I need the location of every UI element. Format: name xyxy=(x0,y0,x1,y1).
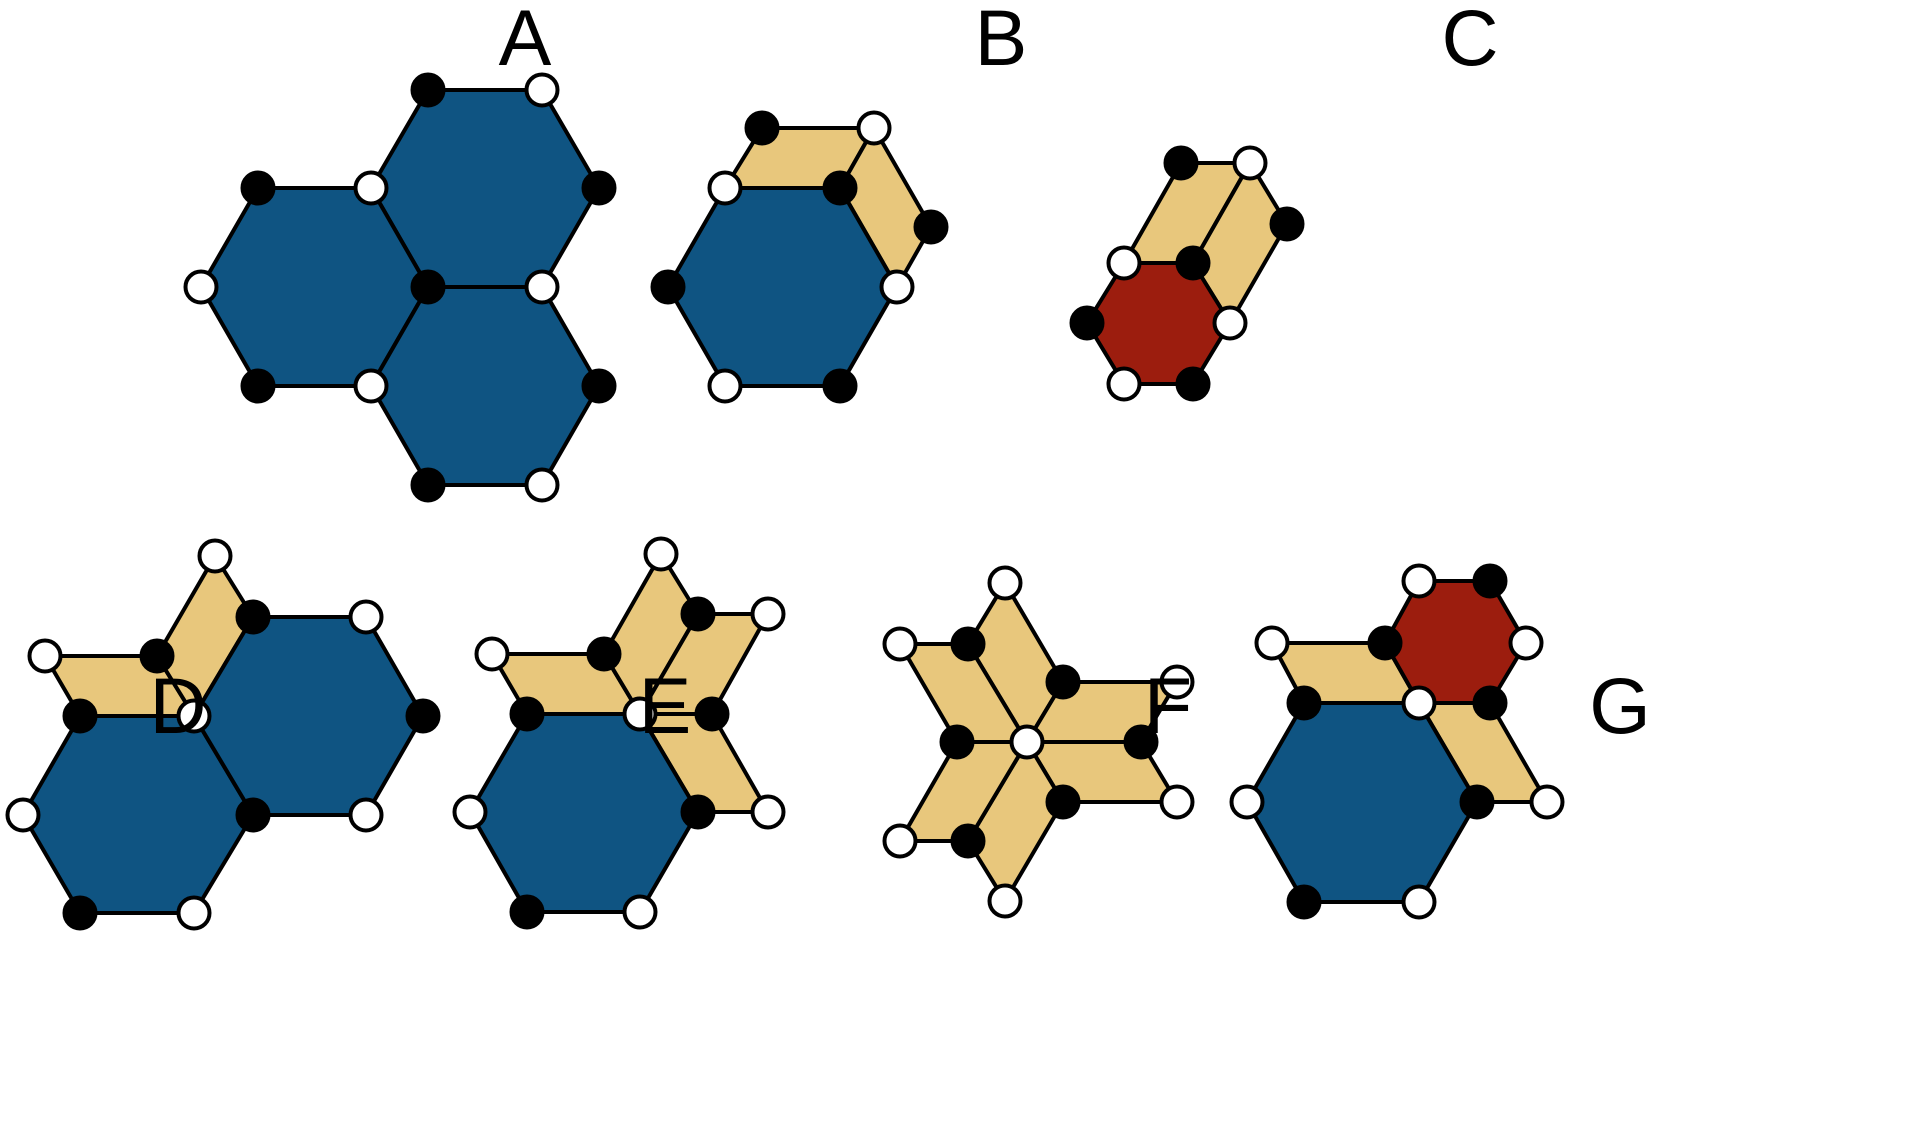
open-vertex xyxy=(1254,625,1290,661)
filled-vertex xyxy=(913,209,949,245)
filled-vertex xyxy=(650,269,686,305)
open-vertex xyxy=(856,110,892,146)
filled-vertex xyxy=(1367,625,1403,661)
open-vertex xyxy=(750,794,786,830)
open-vertex xyxy=(1529,784,1565,820)
open-vertex xyxy=(27,638,63,674)
open-vertex xyxy=(1401,884,1437,920)
open-vertex xyxy=(452,794,488,830)
open-vertex xyxy=(879,269,915,305)
filled-vertex xyxy=(950,626,986,662)
open-vertex xyxy=(1106,245,1142,281)
open-vertex xyxy=(183,269,219,305)
label-f: F xyxy=(1144,661,1192,750)
label-c: C xyxy=(1441,0,1498,82)
open-vertex xyxy=(707,170,743,206)
open-vertex xyxy=(1106,366,1142,402)
filled-vertex xyxy=(1269,206,1305,242)
filled-vertex xyxy=(744,110,780,146)
filled-vertex xyxy=(1175,366,1211,402)
filled-vertex xyxy=(1286,884,1322,920)
filled-vertex xyxy=(139,638,175,674)
filled-vertex xyxy=(240,368,276,404)
open-vertex xyxy=(1229,784,1265,820)
open-vertex xyxy=(1401,563,1437,599)
filled-vertex xyxy=(62,895,98,931)
filled-vertex xyxy=(822,170,858,206)
filled-vertex xyxy=(1045,784,1081,820)
filled-vertex xyxy=(1472,685,1508,721)
open-vertex xyxy=(882,626,918,662)
open-vertex xyxy=(524,269,560,305)
open-vertex xyxy=(197,538,233,574)
filled-vertex xyxy=(235,599,271,635)
open-vertex xyxy=(622,696,658,732)
label-g: G xyxy=(1589,661,1650,750)
open-vertex xyxy=(1159,784,1195,820)
filled-vertex xyxy=(1286,685,1322,721)
open-vertex xyxy=(524,467,560,503)
tile-shapes xyxy=(21,88,1549,915)
open-vertex xyxy=(882,823,918,859)
open-vertex xyxy=(987,565,1023,601)
filled-vertex xyxy=(939,724,975,760)
open-vertex xyxy=(176,698,212,734)
filled-vertex xyxy=(581,368,617,404)
open-vertex xyxy=(474,636,510,672)
label-d: D xyxy=(149,661,206,750)
open-vertex xyxy=(622,894,658,930)
open-vertex xyxy=(5,797,41,833)
filled-vertex xyxy=(822,368,858,404)
filled-vertex xyxy=(680,596,716,632)
filled-vertex xyxy=(410,72,446,108)
open-vertex xyxy=(353,170,389,206)
filled-vertex xyxy=(1123,724,1159,760)
filled-vertex xyxy=(586,636,622,672)
filled-vertex xyxy=(410,269,446,305)
filled-vertex xyxy=(410,467,446,503)
label-a: A xyxy=(499,0,552,82)
open-vertex xyxy=(1508,625,1544,661)
open-vertex xyxy=(348,599,384,635)
vertex-markers xyxy=(5,72,1565,931)
open-vertex xyxy=(1232,145,1268,181)
filled-vertex xyxy=(1175,245,1211,281)
open-vertex xyxy=(1212,305,1248,341)
filled-vertex xyxy=(950,823,986,859)
open-vertex xyxy=(353,368,389,404)
filled-vertex xyxy=(1069,305,1105,341)
open-vertex xyxy=(987,883,1023,919)
open-vertex xyxy=(1401,685,1437,721)
open-vertex xyxy=(1009,724,1045,760)
filled-vertex xyxy=(509,894,545,930)
filled-vertex xyxy=(509,696,545,732)
filled-vertex xyxy=(1472,563,1508,599)
filled-vertex xyxy=(235,797,271,833)
open-vertex xyxy=(707,368,743,404)
filled-vertex xyxy=(240,170,276,206)
filled-vertex xyxy=(1459,784,1495,820)
open-vertex xyxy=(348,797,384,833)
label-b: B xyxy=(975,0,1028,82)
filled-vertex xyxy=(62,698,98,734)
open-vertex xyxy=(750,596,786,632)
filled-vertex xyxy=(694,696,730,732)
open-vertex xyxy=(524,72,560,108)
filled-vertex xyxy=(1045,664,1081,700)
filled-vertex xyxy=(680,794,716,830)
filled-vertex xyxy=(1163,145,1199,181)
open-vertex xyxy=(643,536,679,572)
open-vertex xyxy=(1159,664,1195,700)
open-vertex xyxy=(176,895,212,931)
filled-vertex xyxy=(405,698,441,734)
label-e: E xyxy=(639,661,692,750)
filled-vertex xyxy=(581,170,617,206)
